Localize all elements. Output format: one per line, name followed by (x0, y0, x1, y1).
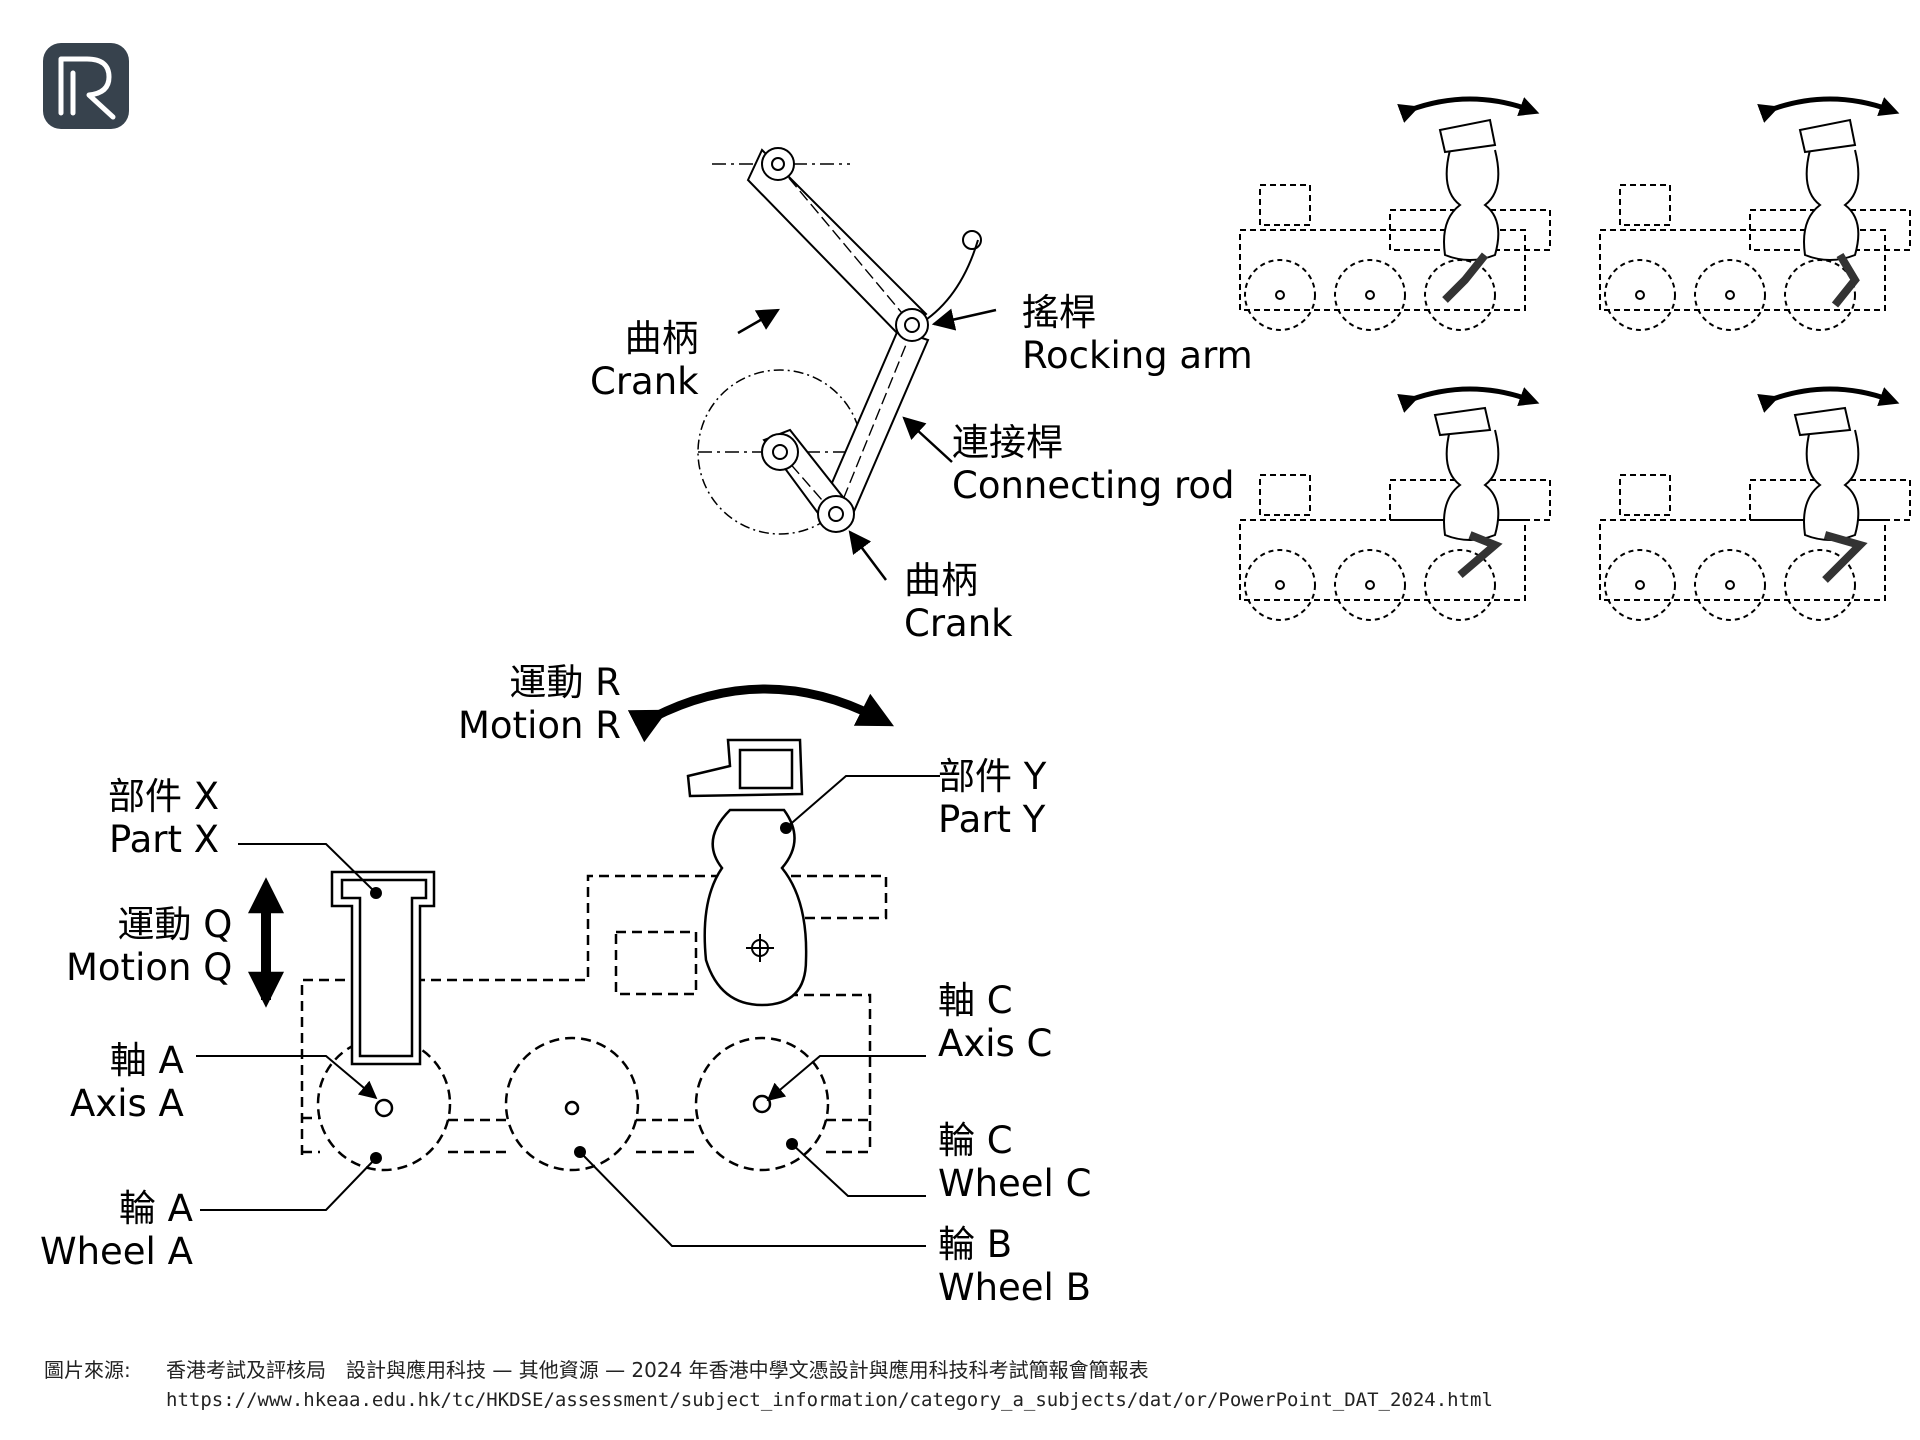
label-part-y: 部件 Y Part Y (938, 755, 1047, 841)
image-source-note: 圖片來源: 香港考試及評核局 設計與應用科技 — 其他資源 — 2024 年香港中… (44, 1355, 1493, 1415)
label-axis-a: 軸 A Axis A (70, 1039, 184, 1125)
label-motion-r: 運動 R Motion R (458, 661, 621, 747)
small-train-frame-2 (1599, 96, 1911, 331)
small-train-frame-4 (1599, 386, 1911, 621)
label-axis-c: 軸 C Axis C (938, 979, 1053, 1065)
crank-rocker-mechanism (697, 147, 997, 581)
label-crank-bottom: 曲柄 Crank (904, 559, 1013, 645)
label-rocking-arm: 搖桿 Rocking arm (1022, 291, 1253, 377)
label-wheel-a: 輪 A Wheel A (40, 1187, 193, 1273)
label-wheel-c: 輪 C Wheel C (938, 1119, 1092, 1205)
source-url[interactable]: https://www.hkeaa.edu.hk/tc/HKDSE/assess… (166, 1389, 1493, 1411)
source-text: 香港考試及評核局 設計與應用科技 — 其他資源 — 2024 年香港中學文憑設計… (166, 1358, 1149, 1382)
small-train-frame-3 (1239, 386, 1551, 621)
label-connecting-rod: 連接桿 Connecting rod (952, 421, 1235, 507)
label-crank-top: 曲柄 Crank (590, 317, 699, 403)
small-train-frame-1 (1239, 96, 1551, 331)
label-wheel-b: 輪 B Wheel B (938, 1223, 1091, 1309)
r-logo-icon (43, 43, 129, 129)
large-toy-train (196, 684, 940, 1247)
source-label: 圖片來源: (44, 1358, 131, 1382)
label-part-x: 部件 X Part X (108, 775, 220, 861)
label-motion-q: 運動 Q Motion Q (66, 903, 233, 989)
